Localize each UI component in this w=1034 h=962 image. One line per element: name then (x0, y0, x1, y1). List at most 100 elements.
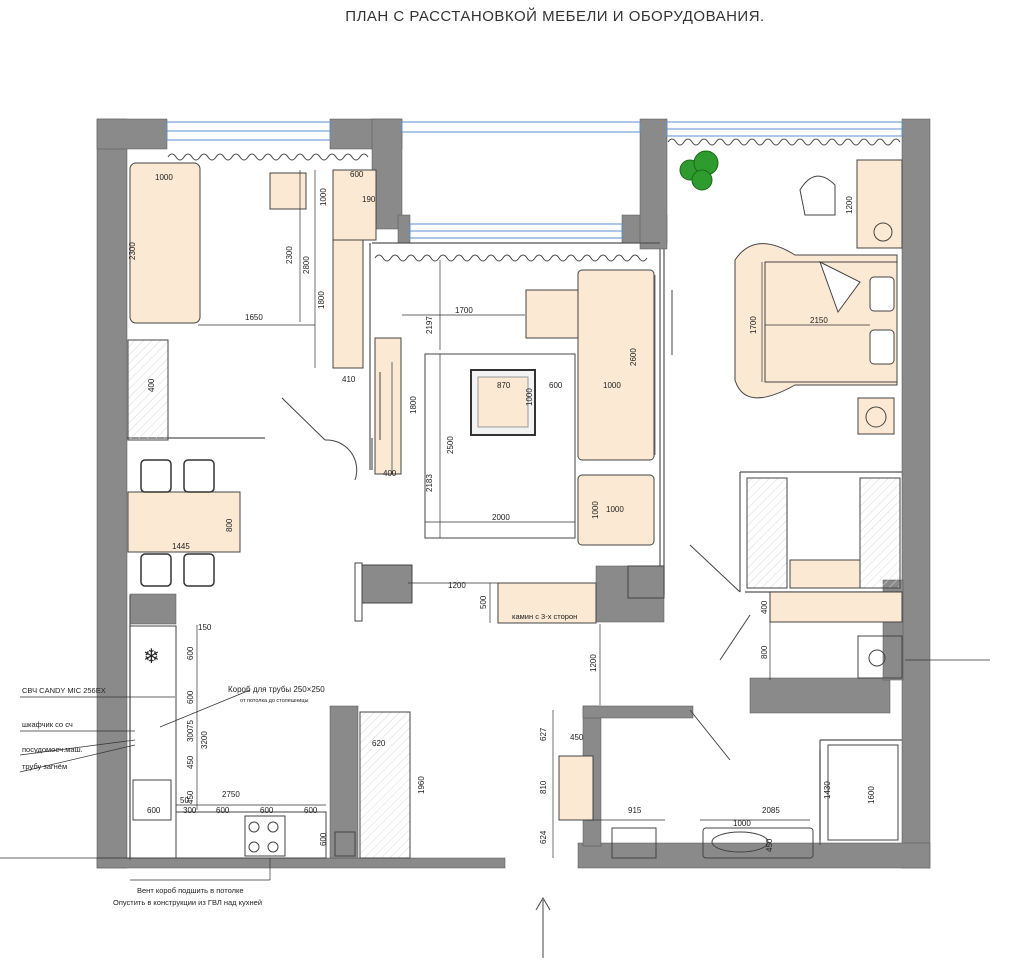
dim: 410 (342, 375, 356, 384)
entry-armchair (361, 564, 413, 604)
dim: 1000 (319, 188, 328, 206)
dim: 1960 (417, 776, 426, 794)
dim: 624 (539, 830, 548, 844)
bathroom (334, 635, 903, 859)
dim: 1000 (733, 819, 751, 828)
dim: 2800 (302, 256, 311, 274)
armchair (577, 474, 655, 546)
dim: 2300 (128, 242, 137, 260)
plant (679, 150, 719, 191)
fireplace (497, 582, 597, 624)
dim: 1700 (455, 306, 473, 315)
dim: 2750 (222, 790, 240, 799)
dim: 400 (147, 378, 156, 392)
note-vent2: Опустить в конструкции из ГВЛ над кухней (113, 898, 262, 907)
dim: 1200 (845, 196, 854, 214)
lounge-chair (799, 175, 836, 216)
dining-chairs (140, 459, 215, 587)
dim: 600 (350, 170, 364, 179)
dim: 600 (260, 806, 274, 815)
wall-left (96, 118, 128, 869)
wall-wc-top (582, 705, 694, 719)
wall-kitchen-col (129, 593, 177, 625)
dim: 2300 (285, 246, 294, 264)
doors (281, 290, 751, 761)
dim: 2500 (446, 436, 455, 454)
sofa-main (577, 269, 655, 461)
wall-bottom-right (577, 842, 931, 869)
dim: 300 (183, 806, 197, 815)
dim: 3200 (200, 731, 209, 749)
dim: 1430 (823, 781, 832, 799)
wardrobes (127, 339, 901, 859)
note-vent1: Вент короб подшить в потолке (137, 886, 244, 895)
dim: 1000 (155, 173, 173, 182)
dim: 450 (765, 838, 774, 852)
windows (166, 121, 903, 239)
dim: 450 (570, 733, 584, 742)
dim: 2600 (629, 348, 638, 366)
dim: 600 (319, 832, 328, 846)
desk (856, 159, 903, 249)
nightstand (857, 397, 895, 435)
tv-stand (374, 337, 402, 475)
rug (424, 353, 576, 539)
wall-col-right (639, 118, 668, 250)
dim: 600 (147, 806, 161, 815)
bedside (269, 172, 307, 210)
dim: 450 (186, 790, 195, 804)
dim: 1800 (317, 291, 326, 309)
dim: 1600 (867, 786, 876, 804)
dimension-lines (176, 170, 870, 858)
dim: 620 (372, 739, 386, 748)
note-dishwasher: посудомоеч.маш. (22, 745, 83, 754)
dim: 800 (760, 645, 769, 659)
wall-right (901, 118, 931, 869)
wall-hall-shelf (329, 705, 359, 859)
sofa-bed (129, 162, 201, 324)
note-box: Короб для трубы 250×250 (228, 685, 325, 694)
dim: 1700 (749, 316, 758, 334)
wall-top-left (96, 118, 168, 150)
note-cabinet: шкафчик со сч (22, 720, 73, 729)
dim: 150 (198, 623, 212, 632)
dim: 600 (304, 806, 318, 815)
dim: 1445 (172, 542, 190, 551)
furniture (127, 159, 903, 821)
dim: 600 (186, 646, 195, 660)
wall-bath-block (749, 677, 891, 714)
dim: 2197 (425, 316, 434, 334)
entry-arrow (535, 897, 551, 958)
dim: 1650 (245, 313, 263, 322)
dim: 1800 (409, 396, 418, 414)
dim: 1200 (448, 581, 466, 590)
dim: 400 (760, 600, 769, 614)
dim: 870 (497, 381, 511, 390)
wall-bottom-left (96, 857, 506, 869)
dim: 50 (180, 796, 189, 805)
dim: 450 (186, 755, 195, 769)
wardrobe-left-a (332, 169, 377, 241)
wardrobe-left-b (332, 239, 364, 369)
curtains (167, 138, 901, 262)
dim: 627 (539, 727, 548, 741)
dim: 810 (539, 780, 548, 794)
note-box-sub: от потолка до столешницы (240, 698, 309, 704)
dim: 1000 (603, 381, 621, 390)
dining-table (127, 491, 241, 553)
dim: 1000 (591, 501, 600, 519)
kitchen (129, 625, 327, 859)
dim: 600 (186, 690, 195, 704)
dim: 600 (216, 806, 230, 815)
dim: 800 (225, 518, 234, 532)
hall-cabinet (769, 591, 903, 623)
dim: 915 (628, 806, 642, 815)
dim: 2085 (762, 806, 780, 815)
dim: 300 (186, 728, 195, 742)
dim: 2183 (425, 474, 434, 492)
wall-top-center (397, 214, 411, 244)
dim: 1000 (525, 388, 534, 406)
wc-vanity (558, 755, 594, 821)
wall-col-mid (371, 118, 403, 230)
